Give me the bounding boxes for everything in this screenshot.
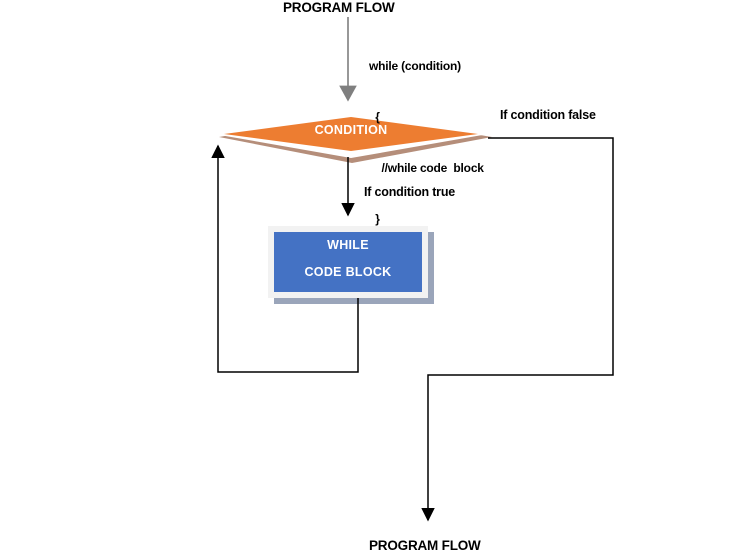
code-snippet: while (condition) { //while code block }: [369, 24, 484, 262]
code-line-4: }: [369, 212, 380, 226]
while-block-label-line2: CODE BLOCK: [304, 265, 392, 279]
connector-false-branch: [421, 137, 614, 522]
condition-node-label: CONDITION: [314, 123, 388, 137]
code-line-1: while (condition): [369, 59, 461, 73]
label-program-flow-top: PROGRAM FLOW: [283, 0, 395, 15]
connector-loop-back: [211, 144, 359, 373]
code-line-2: {: [369, 110, 380, 124]
code-line-3: //while code block: [369, 161, 484, 175]
condition-shape[interactable]: [224, 117, 478, 151]
while-block-label-line1: WHILE: [327, 238, 369, 252]
label-program-flow-bottom: PROGRAM FLOW: [369, 538, 481, 553]
label-condition-false: If condition false: [500, 108, 596, 122]
while-block-shape[interactable]: [274, 232, 422, 292]
label-condition-true: If condition true: [364, 185, 456, 199]
